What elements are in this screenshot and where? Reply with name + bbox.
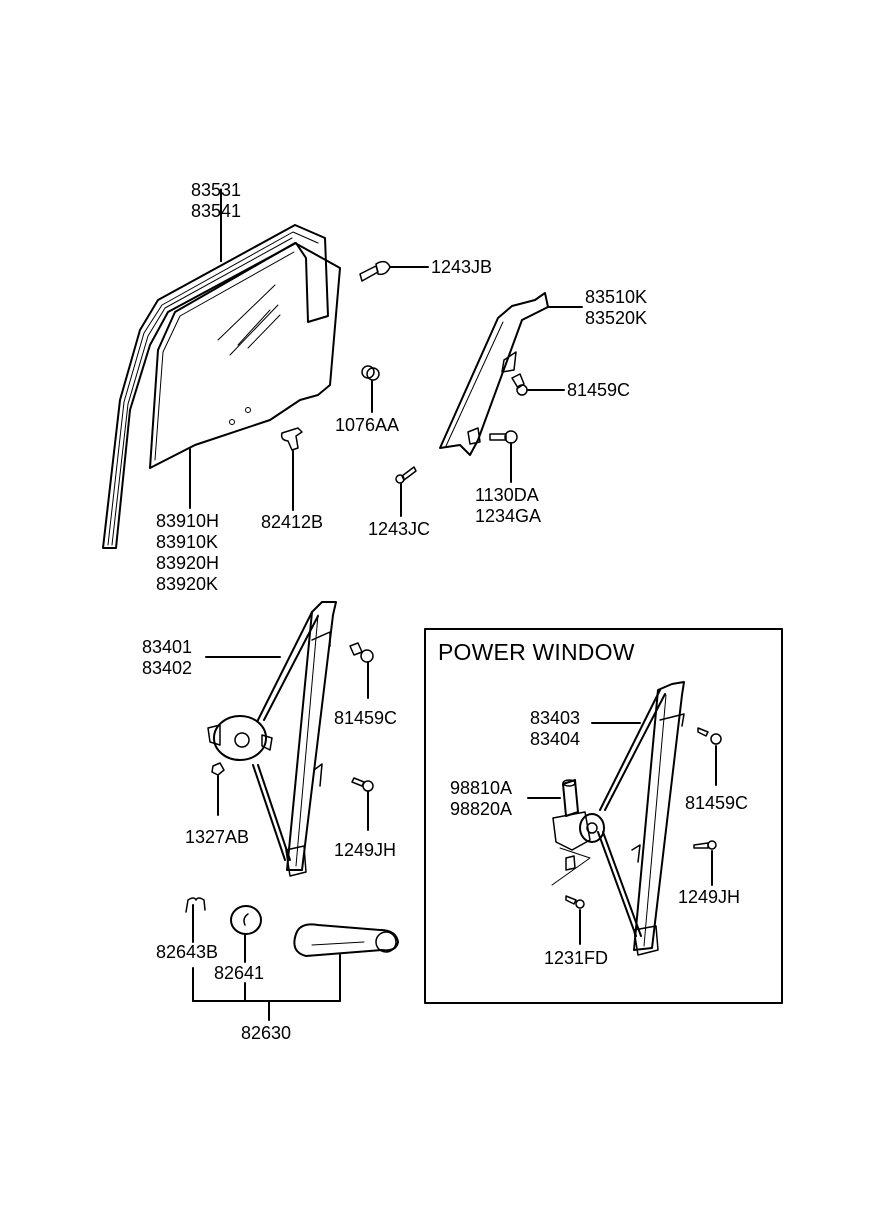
callout-manual-bolt: 81459C — [334, 708, 397, 729]
nut-icon — [211, 762, 225, 816]
callout-handle-assembly: 82630 — [241, 1023, 291, 1044]
window-regulator-manual — [207, 601, 337, 877]
bolt-icon — [697, 727, 722, 786]
callout-grommet: 1076AA — [335, 415, 399, 436]
callout-power-motor: 98810A 98820A — [450, 778, 512, 820]
screw-icon — [693, 840, 717, 886]
part-number: 81459C — [685, 793, 749, 813]
callout-handle-washer: 82641 — [214, 963, 264, 984]
bolt-icon — [489, 430, 518, 483]
part-number: 83910H — [156, 511, 220, 531]
callout-screw-upper: 1243JB — [431, 257, 492, 278]
part-number: 1243JB — [431, 257, 493, 277]
part-number: 1249JH — [678, 887, 741, 907]
screw-icon — [395, 466, 417, 517]
callout-manual-regulator: 83401 83402 — [142, 637, 192, 679]
clip-icon — [280, 427, 303, 511]
part-number: 82641 — [214, 963, 265, 983]
part-number: 83920K — [156, 574, 219, 594]
callout-bolt-lower: 1130DA 1234GA — [475, 485, 541, 527]
part-number: 83531 — [191, 180, 242, 200]
part-number: 81459C — [334, 708, 398, 728]
handle-assembly-bracket — [192, 1000, 341, 1021]
callout-power-motor-screw: 1231FD — [544, 948, 608, 969]
callout-power-regulator: 83403 83404 — [530, 708, 580, 750]
part-number: 83401 — [142, 637, 193, 657]
window-handle-icon — [293, 923, 399, 1002]
part-number: 1249JH — [334, 840, 397, 860]
part-number: 83402 — [142, 658, 193, 678]
handle-washer-icon — [230, 905, 262, 1002]
part-number: 1231FD — [544, 948, 609, 968]
bolt-icon — [349, 642, 374, 699]
bolt-icon — [511, 373, 565, 396]
screw-icon — [351, 777, 374, 831]
window-glass — [149, 242, 341, 469]
door-channel — [439, 292, 583, 456]
part-number: 83403 — [530, 708, 581, 728]
part-number: 83520K — [585, 308, 648, 328]
glass-run-channel — [102, 224, 329, 549]
part-number: 98810A — [450, 778, 513, 798]
callout-screw-lower: 1243JC — [368, 519, 430, 540]
screw-icon — [359, 260, 429, 282]
callout-bolt-channel: 81459C — [567, 380, 630, 401]
part-number: 1327AB — [185, 827, 250, 847]
part-number: 83510K — [585, 287, 648, 307]
part-number: 82412B — [261, 512, 324, 532]
callout-manual-screw: 1249JH — [334, 840, 396, 861]
part-number: 83541 — [191, 201, 242, 221]
part-number: 98820A — [450, 799, 513, 819]
part-number: 1130DA — [475, 485, 539, 505]
callout-handle-clip: 82643B — [156, 942, 218, 963]
part-number: 81459C — [567, 380, 631, 400]
part-number: 1243JC — [368, 519, 431, 539]
callout-glass-run: 83531 83541 — [191, 180, 241, 222]
callout-power-bolt: 81459C — [685, 793, 748, 814]
callout-manual-nut: 1327AB — [185, 827, 249, 848]
screw-icon — [565, 895, 585, 945]
callout-clip: 82412B — [261, 512, 323, 533]
part-number: 82630 — [241, 1023, 292, 1043]
callout-glass: 83910H 83910K 83920H 83920K — [156, 511, 219, 595]
power-window-inset — [424, 628, 783, 1004]
part-number: 83920H — [156, 553, 220, 573]
handle-clip-icon — [185, 897, 206, 1002]
window-regulator-power — [579, 681, 685, 956]
part-number: 1076AA — [335, 415, 400, 435]
part-number: 83404 — [530, 729, 581, 749]
part-number: 82643B — [156, 942, 219, 962]
callout-channel: 83510K 83520K — [585, 287, 647, 329]
window-motor-icon — [527, 779, 591, 886]
power-window-title: POWER WINDOW — [438, 639, 635, 665]
callout-power-screw: 1249JH — [678, 887, 740, 908]
part-number: 83910K — [156, 532, 219, 552]
part-number: 1234GA — [475, 506, 542, 526]
grommet-icon — [361, 365, 380, 413]
